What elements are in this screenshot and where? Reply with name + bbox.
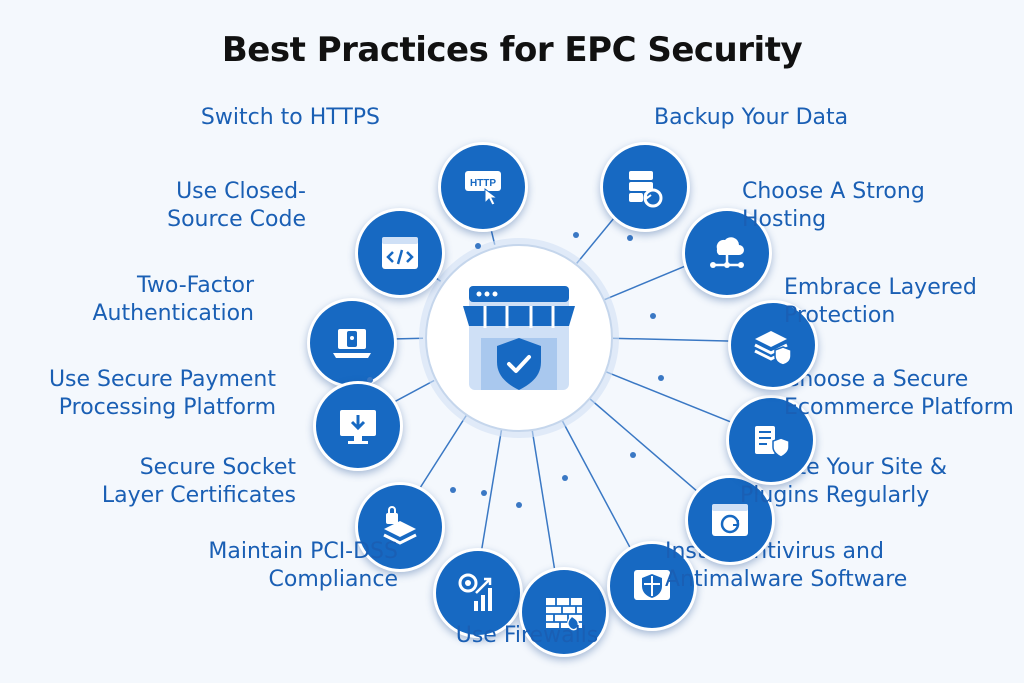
practice-label: Maintain PCI-DSS Compliance	[208, 538, 398, 594]
practice-label-line: Use Closed-	[176, 179, 306, 204]
connector-dot	[658, 375, 664, 381]
monitor-download-icon	[340, 410, 376, 444]
practice-node	[682, 208, 772, 298]
practice-label-line: Choose a Secure	[784, 367, 969, 392]
center-hub	[425, 244, 613, 432]
practice-node	[355, 208, 445, 298]
practice-label-line: Hosting	[742, 207, 827, 232]
http-click-icon: HTTP	[465, 171, 501, 206]
practice-node	[355, 482, 445, 572]
practice-label-line: Source Code	[167, 207, 306, 232]
secure-storefront-icon	[463, 286, 575, 390]
shield-window-icon	[634, 570, 670, 600]
practice-node	[607, 541, 697, 631]
practice-label-line: Protection	[784, 303, 896, 328]
practice-node	[313, 381, 403, 471]
practice-node	[728, 300, 818, 390]
practice-label: Use Firewalls	[407, 622, 647, 650]
lock-layers-icon	[383, 506, 417, 545]
connector-dot	[450, 487, 456, 493]
layers-shield-icon	[754, 331, 792, 366]
practice-node	[433, 548, 523, 638]
practice-label-line: Two-Factor	[137, 273, 254, 298]
practice-label-line: Authentication	[92, 301, 255, 326]
database-backup-icon	[629, 171, 663, 208]
connector-dot	[516, 502, 522, 508]
practice-label-line: Layer Certificates	[101, 483, 296, 508]
growth-chart-icon	[458, 573, 492, 611]
practice-label-line: Maintain PCI-DSS	[208, 539, 398, 564]
practice-label: Use Closed- Source Code	[167, 178, 306, 234]
practice-node	[685, 475, 775, 565]
practice-node	[519, 567, 609, 657]
svg-text:HTTP: HTTP	[470, 178, 496, 189]
connector-dot	[481, 490, 487, 496]
practice-node	[307, 298, 397, 388]
practice-label-line: Compliance	[268, 567, 399, 592]
practice-label: Backup Your Data	[654, 104, 848, 132]
firewall-icon	[546, 598, 582, 631]
connector-dot	[630, 452, 636, 458]
laptop-phone-lock-icon	[333, 329, 371, 358]
connector-dot	[650, 313, 656, 319]
practice-label-line: Processing Platform	[58, 395, 276, 420]
practice-node: HTTP	[438, 142, 528, 232]
browser-update-icon	[712, 504, 748, 536]
practice-label-line: Use Firewalls	[455, 623, 599, 648]
cloud-network-icon	[710, 237, 744, 268]
connector-dot	[573, 232, 579, 238]
practice-node	[726, 395, 816, 485]
connector-dot	[367, 377, 373, 383]
connector-dot	[562, 475, 568, 481]
practice-label-line: Backup Your Data	[654, 105, 849, 130]
practice-node	[600, 142, 690, 232]
practice-label-line: Secure Socket	[139, 455, 296, 480]
practice-label-line: Ecommerce Platform	[784, 395, 1014, 420]
practice-label-line: Switch to HTTPS	[200, 105, 380, 130]
practice-label-line: Embrace Layered	[784, 275, 977, 300]
practice-label: Switch to HTTPS	[201, 104, 380, 132]
connector-dot	[627, 235, 633, 241]
store-shield-icon	[755, 426, 790, 458]
code-window-icon	[382, 237, 418, 269]
practice-label-line: Use Secure Payment	[48, 367, 276, 392]
practice-label-line: Choose A Strong	[742, 179, 925, 204]
page-title: Best Practices for EPC Security	[221, 30, 803, 70]
practice-label-line: Antimalware Software	[665, 567, 908, 592]
practice-label-line: Plugins Regularly	[740, 483, 930, 508]
connector-dot	[475, 243, 481, 249]
